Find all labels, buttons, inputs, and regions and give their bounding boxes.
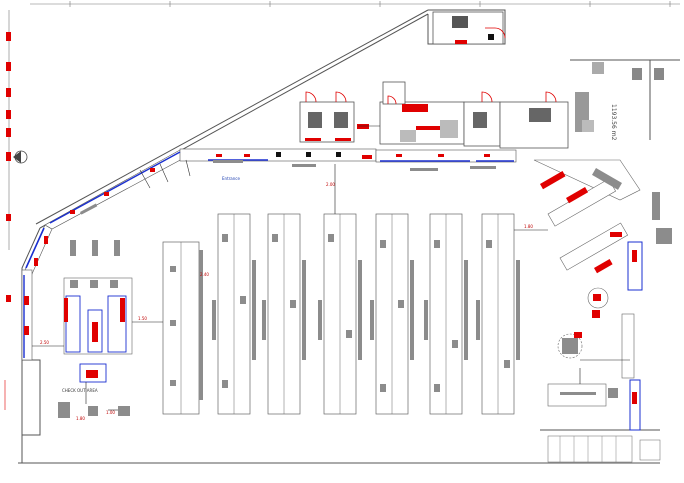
checkout-label: CHECK OUT AREA	[62, 388, 98, 393]
left-dimension-ruler	[4, 10, 11, 410]
top-dimension-ruler	[30, 1, 680, 7]
dim-label-d: 1.80	[524, 224, 533, 229]
back-room-details	[305, 62, 664, 142]
gondola-row-2	[212, 213, 256, 415]
produce-display: CHECK OUT AREA	[58, 240, 133, 418]
service-counters	[533, 159, 672, 463]
gondola-row-5	[370, 213, 414, 415]
gondola-row-6	[424, 213, 468, 415]
dim-label-e: 2.40	[200, 272, 209, 277]
dim-label-b: 1.50	[138, 316, 147, 321]
dim-label-c: 2.50	[40, 340, 49, 345]
gondola-row-4	[318, 213, 362, 415]
dimension-labels: 2.00 1.50 2.50 1.80 2.40 1.80 1.00	[40, 182, 533, 421]
gondola-shelf-marks	[170, 234, 510, 392]
entrance-label: Entrance	[222, 176, 240, 181]
gondola-row-1	[162, 241, 203, 415]
perimeter-accents	[23, 151, 514, 358]
gondola-row-3	[262, 213, 306, 415]
north-arrow-icon	[13, 150, 28, 164]
entrance: Entrance	[139, 159, 240, 189]
dim-label-g: 1.00	[106, 410, 115, 415]
dim-label-a: 2.00	[326, 182, 335, 187]
dimension-lines	[32, 125, 630, 411]
gondola-row-7	[476, 213, 520, 415]
area-label: 1193.56 m2	[610, 104, 617, 141]
top-office	[432, 11, 506, 45]
dim-label-f: 1.80	[76, 416, 85, 421]
